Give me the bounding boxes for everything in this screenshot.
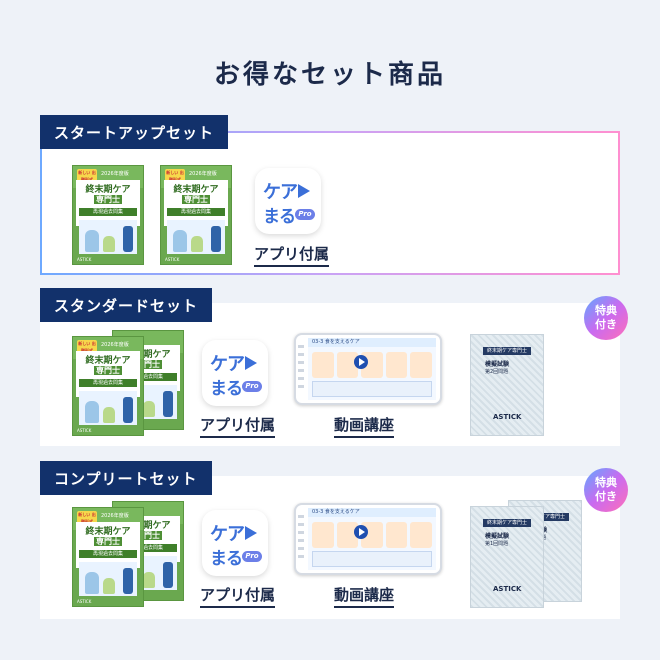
book-band: 再現過去問集 (79, 379, 137, 387)
startup-book-1[interactable]: 新しい 出題形式 2026年度版 終末期ケア 専門士 再現過去問集 ASTICK (72, 165, 144, 265)
pro-badge: Pro (242, 381, 262, 392)
complete-app-icon[interactable]: ケア まる Pro (202, 510, 268, 576)
standard-video-label[interactable]: 動画講座 (334, 414, 395, 438)
standard-app-icon[interactable]: ケア まる Pro (202, 340, 268, 406)
video-header: 03-3 食を支えるケア (308, 508, 436, 517)
complete-video-tablet[interactable]: 03-3 食を支えるケア (294, 503, 442, 575)
complete-app-label[interactable]: アプリ付属 (200, 584, 276, 608)
book-badge: 新しい 出題形式 (165, 169, 185, 183)
book-subtitle: 専門士 (94, 195, 122, 204)
standard-exam-booklet[interactable]: 終末期ケア専門士 模擬試験 第2回問題 ASTICK (470, 334, 544, 436)
book-title: 終末期ケア (173, 185, 219, 195)
book-year: 2026年度版 (101, 513, 129, 519)
book-badge: 新しい 出題形式 (77, 169, 97, 183)
startup-set-tag: スタートアップセット (40, 115, 229, 149)
book-title: 終末期ケア (85, 356, 131, 366)
complete-bonus-badge: 特典付き (584, 468, 628, 512)
book-band: 再現過去問集 (167, 208, 225, 216)
play-icon (298, 184, 310, 198)
video-header: 03-3 食を支えるケア (308, 338, 436, 347)
book-illustration (79, 562, 137, 596)
standard-bonus-badge: 特典付き (584, 296, 628, 340)
exam-title: 終末期ケア専門士 (483, 519, 531, 527)
book-illustration (167, 220, 225, 254)
startup-app-label[interactable]: アプリ付属 (254, 243, 330, 267)
complete-video-label[interactable]: 動画講座 (334, 584, 395, 608)
book-title: 終末期ケア (85, 527, 131, 537)
play-icon (245, 356, 257, 370)
complete-exam-booklet-front[interactable]: 終末期ケア専門士 模擬試験 第1回問題 ASTICK (470, 506, 544, 608)
standard-book-front[interactable]: 新しい 出題形式 2026年度版 終末期ケア 専門士 再現過去問集 ASTICK (72, 336, 144, 436)
pro-badge: Pro (242, 551, 262, 562)
book-subtitle: 専門士 (94, 537, 122, 546)
play-button-icon[interactable] (354, 355, 368, 369)
exam-title: 終末期ケア専門士 (483, 347, 531, 355)
exam-type: 模擬試験 (485, 361, 510, 368)
book-publisher: ASTICK (165, 257, 180, 262)
book-publisher: ASTICK (77, 428, 92, 433)
book-year: 2026年度版 (101, 171, 129, 177)
book-illustration (79, 220, 137, 254)
book-band: 再現過去問集 (79, 550, 137, 558)
book-badge: 新しい 出題形式 (77, 511, 97, 525)
book-publisher: ASTICK (77, 257, 92, 262)
book-band: 再現過去問集 (79, 208, 137, 216)
book-badge: 新しい 出題形式 (77, 340, 97, 354)
book-year: 2026年度版 (189, 171, 217, 177)
book-year: 2026年度版 (101, 342, 129, 348)
book-title: 終末期ケア (85, 185, 131, 195)
startup-book-2[interactable]: 新しい 出題形式 2026年度版 終末期ケア 専門士 再現過去問集 ASTICK (160, 165, 232, 265)
book-subtitle: 専門士 (94, 366, 122, 375)
exam-logo: ASTICK (493, 585, 522, 593)
pro-badge: Pro (295, 209, 315, 220)
play-button-icon[interactable] (354, 525, 368, 539)
complete-book-front[interactable]: 新しい 出題形式 2026年度版 終末期ケア 専門士 再現過去問集 ASTICK (72, 507, 144, 607)
exam-type: 模擬試験 (485, 533, 510, 540)
complete-set-tag: コンプリートセット (40, 461, 212, 495)
book-publisher: ASTICK (77, 599, 92, 604)
book-illustration (79, 391, 137, 425)
standard-video-tablet[interactable]: 03-3 食を支えるケア (294, 333, 442, 405)
play-icon (245, 526, 257, 540)
book-subtitle: 専門士 (182, 195, 210, 204)
standard-set-tag: スタンダードセット (40, 288, 213, 322)
exam-round: 第2回問題 (485, 369, 509, 375)
exam-round: 第1回問題 (485, 541, 509, 547)
exam-logo: ASTICK (493, 413, 522, 421)
standard-app-label[interactable]: アプリ付属 (200, 414, 276, 438)
startup-app-icon[interactable]: ケア まる Pro (255, 168, 321, 234)
page-title: お得なセット商品 (213, 60, 446, 90)
